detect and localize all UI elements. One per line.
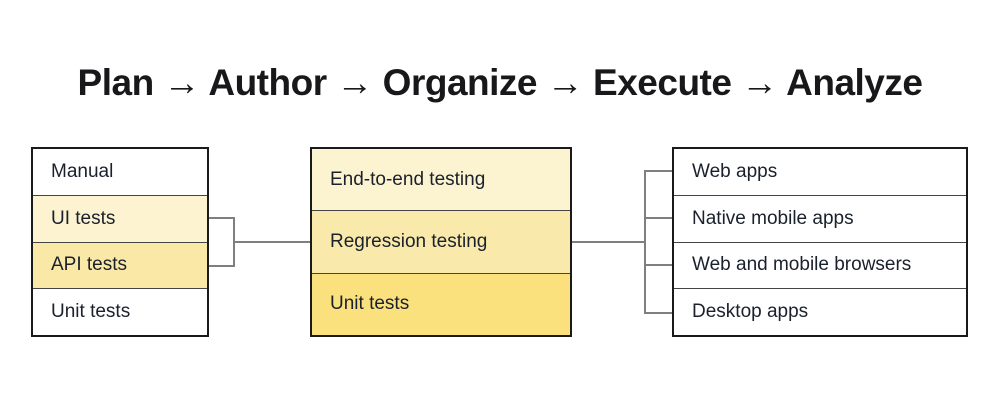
connector-right-stub-web-apps xyxy=(644,170,672,172)
cell-web-apps: Web apps xyxy=(674,149,966,195)
platforms-box: Web apps Native mobile apps Web and mobi… xyxy=(672,147,968,337)
connector-left-to-middle xyxy=(233,241,310,243)
test-suites-box: End-to-end testing Regression testing Un… xyxy=(310,147,572,337)
cell-web-and-mobile-browsers: Web and mobile browsers xyxy=(674,241,966,289)
cell-api-tests: API tests xyxy=(33,241,207,289)
cell-unit-tests-left: Unit tests xyxy=(33,288,207,335)
connector-left-stub-ui-tests xyxy=(209,217,235,219)
cell-native-mobile-apps: Native mobile apps xyxy=(674,194,966,242)
connector-right-stub-web-and-mobile-browsers xyxy=(644,264,672,266)
connector-right-stub-native-mobile-apps xyxy=(644,217,672,219)
workflow-title: Plan → Author → Organize → Execute → Ana… xyxy=(77,62,923,103)
connector-left-stub-api-tests xyxy=(209,265,235,267)
cell-end-to-end-testing: End-to-end testing xyxy=(312,149,570,211)
connector-right-stub-desktop-apps xyxy=(644,312,672,314)
cell-desktop-apps: Desktop apps xyxy=(674,288,966,335)
cell-ui-tests: UI tests xyxy=(33,194,207,242)
connector-middle-to-branch xyxy=(572,241,645,243)
cell-manual: Manual xyxy=(33,149,207,195)
test-types-box: Manual UI tests API tests Unit tests xyxy=(31,147,209,337)
cell-regression-testing: Regression testing xyxy=(312,210,570,273)
cell-unit-tests-middle: Unit tests xyxy=(312,272,570,335)
connector-right-branch-vertical xyxy=(644,170,646,314)
